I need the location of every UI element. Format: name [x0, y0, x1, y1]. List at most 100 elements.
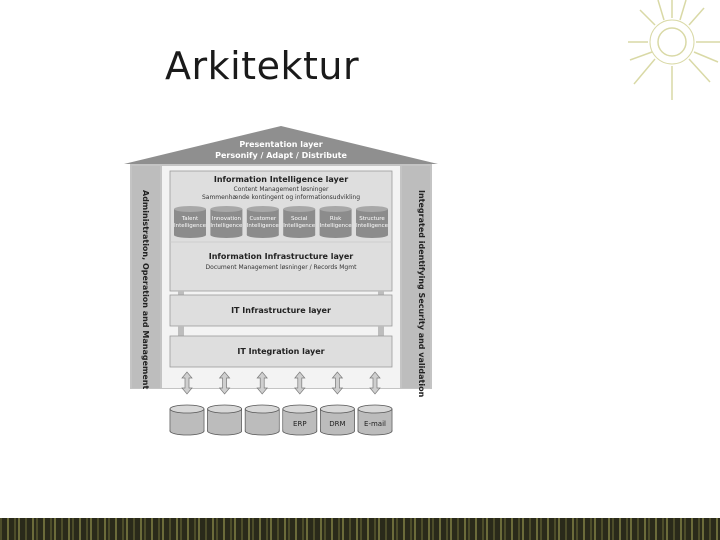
- intelligence-module-label: Intelligence: [356, 223, 389, 229]
- band-stripe: [259, 518, 261, 540]
- band-stripe: [583, 518, 585, 540]
- intelligence-layer: [169, 170, 393, 292]
- sun-ornament-icon: [628, 0, 720, 100]
- band-stripe: [482, 518, 484, 540]
- band-stripe: [252, 518, 254, 540]
- band-stripe: [684, 518, 686, 540]
- infrastructure-layer-subtitle: Document Management løsninger / Records …: [206, 264, 358, 271]
- band-stripe: [79, 518, 81, 540]
- band-stripe: [176, 518, 178, 540]
- band-stripe: [90, 518, 92, 540]
- intelligence-line-2: Sammenhænde kontingent og informationsud…: [202, 194, 360, 201]
- band-stripe: [572, 518, 574, 540]
- database-cylinder-icon: DRM: [319, 404, 355, 436]
- band-stripe: [288, 518, 290, 540]
- band-stripe: [655, 518, 657, 540]
- band-stripe: [360, 518, 362, 540]
- slide-title: Arkitektur: [165, 44, 360, 88]
- intelligence-modules: TalentIntelligenceInnovationIntelligence…: [174, 206, 389, 238]
- band-stripe: [302, 518, 304, 540]
- band-stripe: [396, 518, 398, 540]
- band-stripe: [392, 518, 394, 540]
- double-arrow-icon: [294, 371, 306, 395]
- band-stripe: [626, 518, 628, 540]
- infrastructure-layer-title: Information Infrastructure layer: [209, 252, 354, 261]
- band-stripe: [601, 518, 603, 540]
- it-integration-layer: [169, 335, 393, 368]
- band-stripe: [36, 518, 38, 540]
- band-stripe: [410, 518, 412, 540]
- band-stripe: [475, 518, 477, 540]
- band-stripe: [331, 518, 333, 540]
- band-stripe: [194, 518, 196, 540]
- band-stripe: [277, 518, 279, 540]
- band-stripe: [0, 518, 2, 540]
- band-stripe: [500, 518, 502, 540]
- band-stripe: [54, 518, 56, 540]
- intelligence-module-label: Intelligence: [210, 223, 243, 229]
- band-stripe: [486, 518, 488, 540]
- band-stripe: [234, 518, 236, 540]
- band-stripe: [43, 518, 45, 540]
- band-stripe: [536, 518, 538, 540]
- intelligence-module-label: Structure: [359, 216, 385, 222]
- band-stripe: [666, 518, 668, 540]
- band-stripe: [349, 518, 351, 540]
- band-stripe: [378, 518, 380, 540]
- intelligence-line-1: Content Management løsninger: [234, 186, 329, 193]
- database-cylinder-icon: [169, 404, 205, 436]
- band-stripe: [540, 518, 542, 540]
- band-stripe: [698, 518, 700, 540]
- database-cylinder-icon: ERP: [282, 404, 318, 436]
- band-stripe: [270, 518, 272, 540]
- database-cylinder-icon: [244, 404, 280, 436]
- database-cylinder-icon: E-mail: [357, 404, 393, 436]
- band-stripe: [97, 518, 99, 540]
- band-stripe: [385, 518, 387, 540]
- left-pillar: [132, 166, 160, 388]
- band-stripe: [241, 518, 243, 540]
- band-stripe: [432, 518, 434, 540]
- band-stripe: [50, 518, 52, 540]
- database-label: ERP: [293, 420, 307, 428]
- band-stripe: [716, 518, 718, 540]
- band-stripe: [673, 518, 675, 540]
- band-stripe: [248, 518, 250, 540]
- band-stripe: [612, 518, 614, 540]
- band-stripe: [619, 518, 621, 540]
- band-stripe: [306, 518, 308, 540]
- band-stripe: [565, 518, 567, 540]
- band-stripe: [25, 518, 27, 540]
- double-arrow-icon: [369, 371, 381, 395]
- band-stripe: [662, 518, 664, 540]
- band-stripe: [439, 518, 441, 540]
- band-stripe: [464, 518, 466, 540]
- band-stripe: [342, 518, 344, 540]
- band-stripe: [576, 518, 578, 540]
- intelligence-module-label: Customer: [249, 216, 276, 222]
- double-arrow-icon: [218, 371, 231, 395]
- integration-arrows: [181, 371, 381, 395]
- band-stripe: [18, 518, 20, 540]
- architecture-diagram: Presentation layer Personify / Adapt / D…: [124, 126, 438, 436]
- intelligence-module-label: Social: [291, 216, 308, 222]
- band-stripe: [162, 518, 164, 540]
- band-stripe: [295, 518, 297, 540]
- band-stripe: [529, 518, 531, 540]
- intelligence-layer-title: Information Intelligence layer: [214, 175, 348, 184]
- band-stripe: [457, 518, 459, 540]
- band-stripe: [126, 518, 128, 540]
- band-stripe: [374, 518, 376, 540]
- intelligence-module-label: Talent: [181, 216, 199, 222]
- band-stripe: [144, 518, 146, 540]
- band-stripe: [428, 518, 430, 540]
- band-stripe: [140, 518, 142, 540]
- roof: [124, 126, 438, 164]
- band-stripe: [511, 518, 513, 540]
